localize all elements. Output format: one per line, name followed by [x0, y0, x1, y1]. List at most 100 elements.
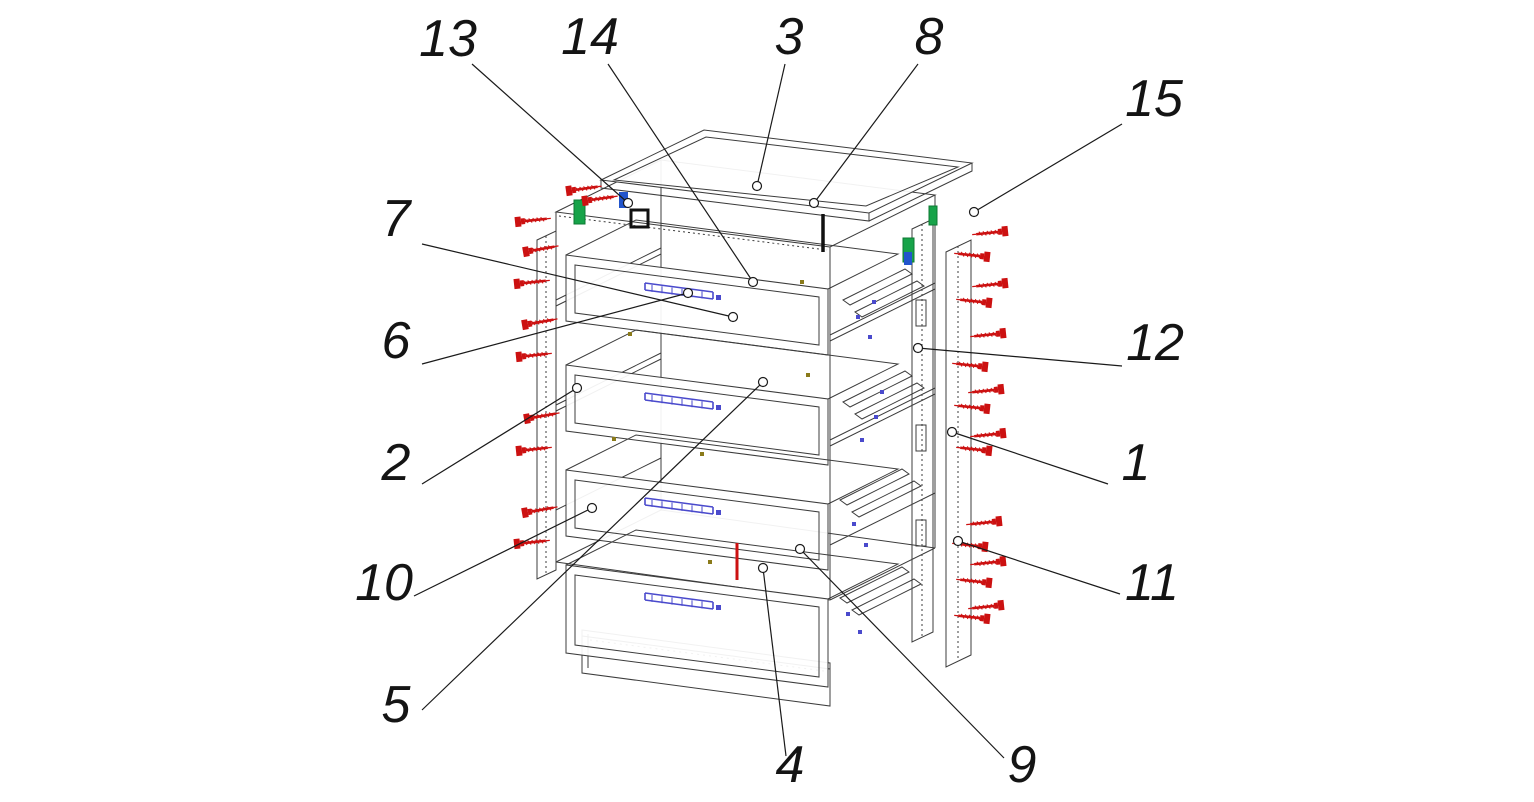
screw-icon: [970, 327, 1007, 339]
callout-number: 7: [382, 190, 413, 248]
callout-target-marker: [682, 287, 694, 299]
carcass-right-rails: [829, 282, 936, 546]
drawer-slide-icon: [644, 497, 721, 515]
screw-icon: [954, 403, 991, 415]
drawer-2: [565, 329, 900, 466]
screw-icon: [514, 216, 551, 228]
callout-target-marker: [968, 206, 980, 218]
drawer-front: [565, 364, 829, 466]
callout-leader-line: [762, 567, 787, 757]
right-outer-panel: [945, 239, 972, 668]
exploded-rails: [839, 268, 925, 616]
callout-target-marker: [952, 535, 964, 547]
callout-10: 10: [355, 502, 598, 612]
callout-target-marker: [751, 180, 763, 192]
callout-leader-line: [917, 347, 1123, 367]
callout-14: 14: [561, 8, 759, 288]
callout-5: 5: [382, 376, 769, 734]
screw-icon: [521, 318, 558, 331]
callout-target-marker: [946, 426, 958, 438]
callout-3: 3: [751, 8, 804, 192]
drawer-1: [565, 219, 900, 356]
callout-4: 4: [757, 562, 804, 794]
slide-rail: [842, 370, 913, 408]
callout-number: 2: [381, 434, 411, 492]
screw-icon: [956, 577, 993, 589]
callout-1: 1: [946, 426, 1151, 492]
callout-target-marker: [757, 562, 769, 574]
drawer-front: [565, 564, 829, 688]
drawer-4: [565, 529, 900, 688]
drawer-rim: [565, 219, 900, 290]
callout-11: 11: [952, 535, 1179, 612]
clip-blue-icon: [619, 192, 628, 208]
callout-target-marker: [727, 311, 739, 323]
callout-15: 15: [968, 70, 1184, 218]
cam-dots: [612, 280, 810, 564]
bracket-icon: [629, 208, 650, 229]
callout-leader-line: [756, 63, 786, 187]
hinge-plate: [915, 424, 927, 452]
drawer-slide-icon: [644, 282, 721, 300]
callout-number: 11: [1125, 554, 1179, 612]
right-inner-panel: [911, 218, 934, 643]
callout-number: 1: [1122, 434, 1151, 492]
right-inner-panel-face: [911, 218, 934, 643]
hinge-plate: [915, 519, 927, 547]
top-panel-inner-border: [612, 136, 960, 207]
slide-rail: [851, 578, 922, 616]
callout-13: 13: [419, 10, 634, 209]
drawer-rim: [565, 329, 900, 400]
screw-icon: [972, 277, 1009, 289]
screw-icon: [968, 383, 1005, 395]
callout-target-marker: [747, 276, 759, 288]
callout-8: 8: [808, 8, 944, 209]
drawer-front-inner-border: [574, 264, 820, 346]
callout-number: 8: [915, 8, 944, 66]
drawer-3: [565, 434, 900, 571]
right-outer-panel-face: [945, 239, 972, 668]
callout-leader-line: [951, 431, 1109, 485]
drawer-slide-icon: [644, 392, 721, 410]
callout-number: 5: [382, 676, 412, 734]
screw-icon: [581, 195, 618, 207]
callout-leader-line: [471, 63, 629, 204]
left-side-panel-face: [536, 230, 557, 580]
slide-rail: [854, 382, 925, 420]
screw-icon: [513, 278, 550, 290]
callout-number: 12: [1126, 314, 1184, 372]
screw-icon: [565, 185, 602, 197]
top-panel: [599, 129, 974, 222]
callout-target-marker: [808, 197, 820, 209]
callout-leader-line: [973, 123, 1123, 213]
callout-number: 3: [775, 8, 804, 66]
callout-12: 12: [912, 314, 1184, 372]
hinge-green-icon: [573, 199, 586, 225]
hinge-plate: [915, 299, 927, 327]
slide-rail: [839, 468, 910, 506]
callout-2: 2: [381, 382, 583, 492]
callout-number: 14: [561, 8, 619, 66]
screw-icon: [515, 445, 552, 457]
callout-9: 9: [794, 543, 1036, 794]
drawer-rim: [565, 529, 900, 600]
screw-icon: [970, 555, 1007, 567]
callout-leader-line: [421, 381, 764, 711]
callout-target-marker: [586, 502, 598, 514]
callout-number: 13: [419, 10, 477, 68]
callout-leader-line: [957, 540, 1121, 595]
callout-target-marker: [571, 382, 583, 394]
screw-icon: [521, 506, 558, 519]
drawer-slide-icon: [644, 592, 721, 610]
screw-icon: [956, 445, 993, 457]
callout-leader-line: [607, 63, 754, 283]
callout-number: 15: [1125, 70, 1184, 128]
screw-icon: [515, 351, 552, 363]
slide-rail: [839, 566, 910, 604]
top-panel-thickness: [600, 163, 973, 222]
screws: [513, 185, 1009, 625]
callout-target-marker: [912, 342, 924, 354]
slide-rail: [851, 480, 922, 518]
